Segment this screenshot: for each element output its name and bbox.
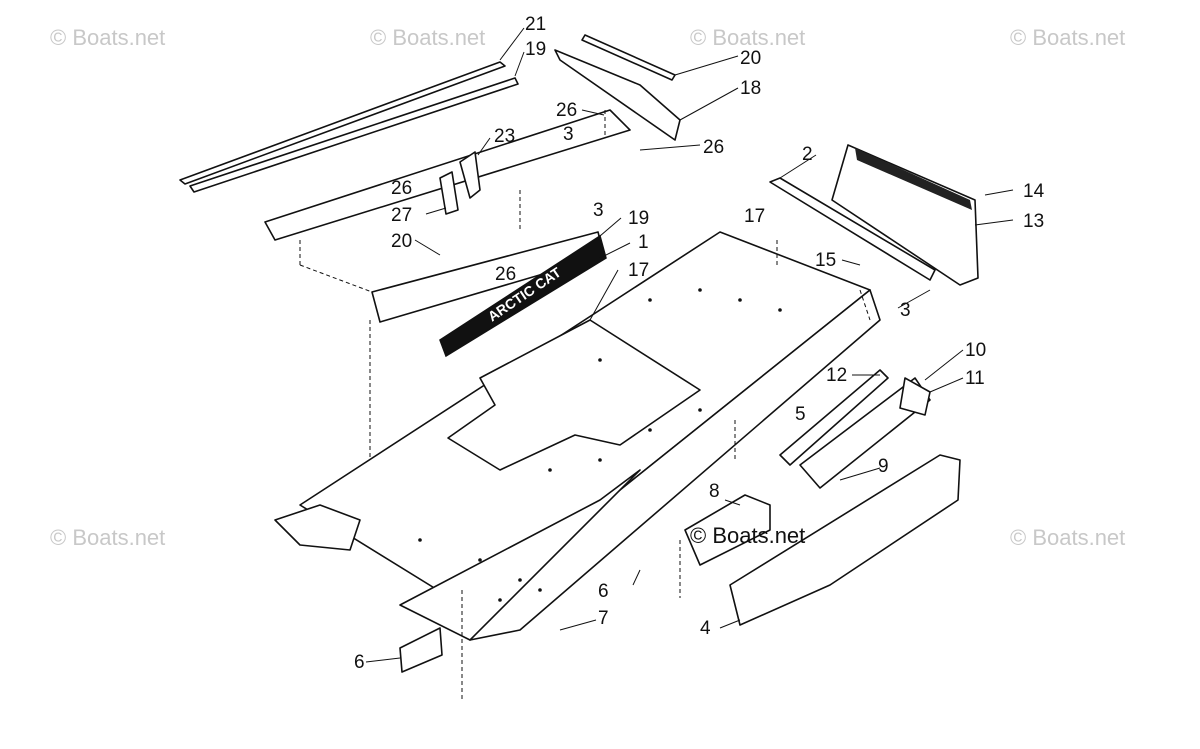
part-board-4 (729, 454, 961, 626)
watermark-center: © Boats.net (690, 523, 805, 548)
callout-3-a: 3 (563, 124, 574, 145)
callout-10: 9 (878, 456, 889, 477)
callout-3-c: 3 (900, 300, 911, 321)
part-rails-10-13 (779, 369, 931, 489)
callout-21: 18 (740, 78, 761, 99)
callout-26-d: 26 (495, 264, 516, 285)
watermark: © Boats.net (370, 25, 485, 50)
callout-27: 27 (391, 205, 412, 226)
part-mat-18 (447, 319, 701, 471)
callout-25: 23 (494, 126, 515, 147)
callout-1: 1 (638, 232, 649, 253)
callout-14: 13 (1023, 211, 1044, 232)
watermark: © Boats.net (1010, 25, 1125, 50)
part-plate-6 (399, 627, 443, 673)
part-flap-2-14 (769, 144, 979, 286)
callout-6: 6 (354, 652, 365, 673)
callout-numbers: 21 19 20 18 26 3 23 26 26 27 20 3 19 1 1… (354, 14, 1045, 673)
callout-7: 7 (598, 608, 609, 629)
callout-2: 2 (802, 144, 813, 165)
callout-26-b: 26 (703, 137, 724, 158)
callout-4: 4 (700, 618, 711, 639)
callout-18: 17 (628, 260, 649, 281)
callout-12: 11 (965, 368, 985, 389)
watermark: © Boats.net (1010, 525, 1125, 550)
callout-3-b: 3 (593, 200, 604, 221)
callout-16: 15 (815, 250, 836, 271)
callout-22: 19 (525, 39, 546, 60)
callout-19: 19 (628, 208, 649, 229)
part-plate-9 (684, 494, 771, 566)
callout-20: 20 (740, 48, 761, 69)
leader-lines (299, 110, 871, 700)
callout-leads (365, 27, 1014, 663)
callout-13: 12 (826, 365, 847, 386)
callout-26-a: 26 (556, 100, 577, 121)
callout-15: 14 (1023, 181, 1045, 202)
rivet-dots (418, 288, 782, 602)
callout-23: 20 (391, 231, 412, 252)
callout-17: 17 (744, 206, 765, 227)
watermark: © Boats.net (690, 25, 805, 50)
callout-24: 21 (525, 14, 546, 35)
watermark: © Boats.net (50, 525, 165, 550)
callout-26-c: 26 (391, 178, 412, 199)
callout-11: 10 (965, 340, 986, 361)
callout-9: 8 (709, 481, 720, 502)
part-strip-20-21 (554, 34, 681, 141)
callout-8: 6 (598, 581, 609, 602)
callout-5: 5 (795, 404, 806, 425)
part-bracket-25-27 (439, 151, 481, 215)
watermark: © Boats.net (50, 25, 165, 50)
